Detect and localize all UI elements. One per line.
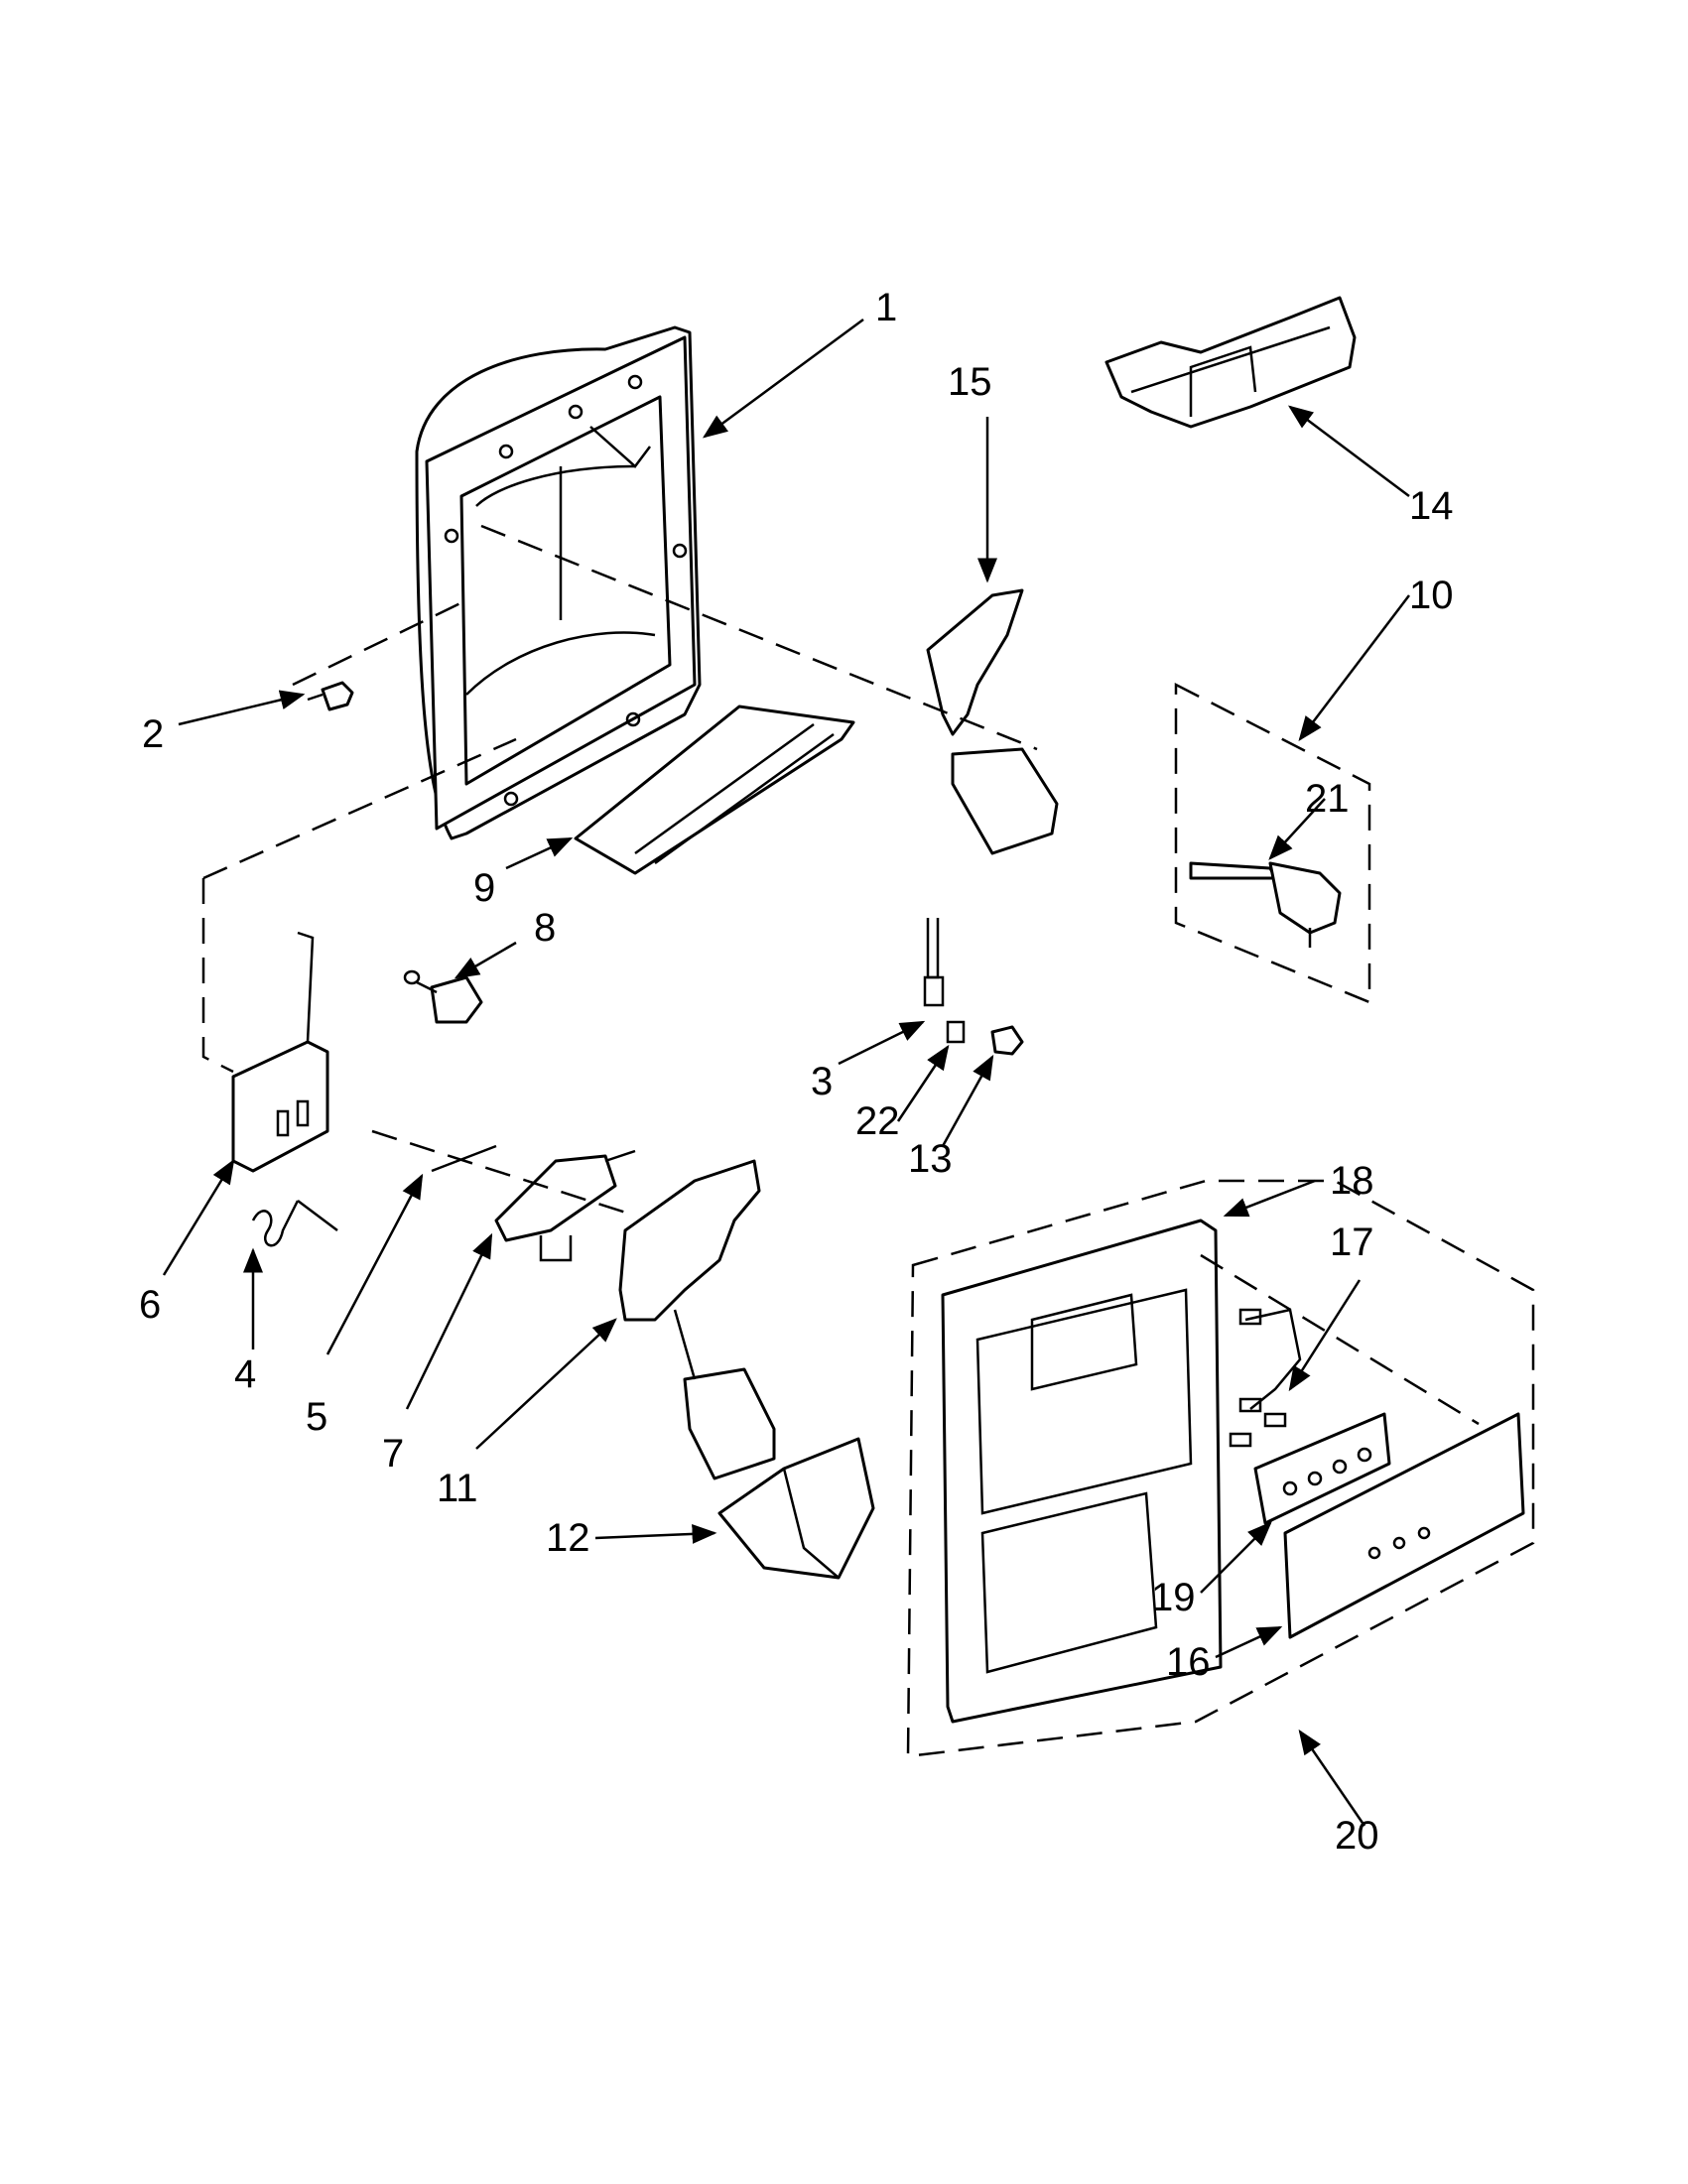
callout-7: 7 xyxy=(382,1432,405,1476)
callout-16: 16 xyxy=(1166,1640,1211,1684)
part-4-spring xyxy=(251,1200,338,1247)
callout-11: 11 xyxy=(437,1467,478,1510)
callout-4: 4 xyxy=(234,1352,257,1396)
part-5-pin xyxy=(431,1144,497,1173)
alignment-line-3 xyxy=(202,737,517,880)
part-20-assembly-outline xyxy=(906,1179,1535,1758)
callout-22: 22 xyxy=(855,1099,900,1143)
alignment-line-4 xyxy=(292,598,467,687)
part-15-lever xyxy=(926,588,1059,855)
callout-9: 9 xyxy=(473,866,496,910)
callout-18: 18 xyxy=(1330,1159,1374,1203)
callout-3: 3 xyxy=(811,1060,834,1103)
part-3-clip xyxy=(923,918,945,1007)
callout-8: 8 xyxy=(534,906,557,950)
part-19-control-board xyxy=(1253,1412,1391,1525)
alignment-line-5 xyxy=(371,1129,636,1218)
callout-5: 5 xyxy=(306,1395,328,1439)
callout-12: 12 xyxy=(546,1516,590,1560)
part-21-arm xyxy=(1174,682,1371,1004)
part-14-bracket xyxy=(1104,296,1357,429)
part-7-actuator xyxy=(494,1149,636,1262)
callout-15: 15 xyxy=(948,360,992,404)
part-9-drip-tray xyxy=(574,705,855,875)
callout-6: 6 xyxy=(139,1283,162,1327)
leader-lines xyxy=(162,318,1410,1827)
part-18-front-panel xyxy=(941,1219,1223,1724)
alignment-line-1 xyxy=(480,524,1038,751)
callout-10: 10 xyxy=(1409,574,1454,617)
alignment-line-6 xyxy=(1200,1253,1480,1426)
callout-2: 2 xyxy=(142,712,165,756)
callout-20: 20 xyxy=(1335,1814,1379,1858)
callout-17: 17 xyxy=(1330,1220,1374,1264)
part-11-ice-lever xyxy=(618,1159,776,1480)
part-6-switch xyxy=(231,931,329,1173)
callout-21: 21 xyxy=(1305,777,1350,821)
part-13-screw xyxy=(990,1025,1024,1056)
part-17-harness xyxy=(1229,1308,1302,1448)
part-22-plate xyxy=(946,1020,966,1044)
part-16-overlay xyxy=(1283,1412,1525,1639)
part-8-solenoid xyxy=(403,969,483,1024)
part-1-dispenser-housing xyxy=(415,325,702,840)
callout-13: 13 xyxy=(908,1137,953,1181)
part-12-funnel xyxy=(717,1437,875,1580)
part-2-screw xyxy=(307,681,354,711)
callout-19: 19 xyxy=(1151,1576,1196,1619)
alignment-line-2 xyxy=(201,878,234,1074)
callout-1: 1 xyxy=(875,286,898,329)
callout-14: 14 xyxy=(1409,484,1454,528)
